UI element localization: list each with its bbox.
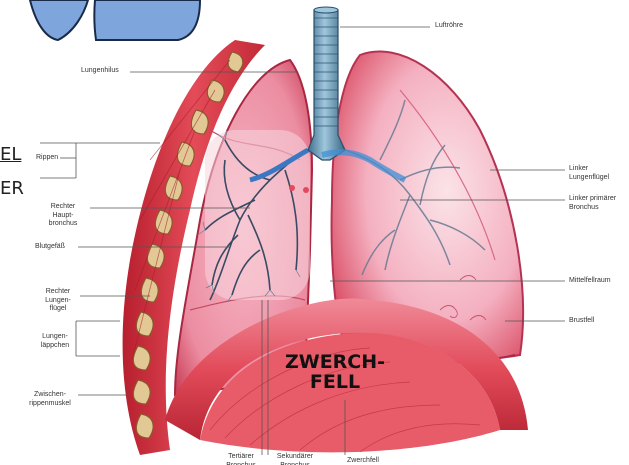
- label-linker-lungenfluegel: Linker Lungenflügel: [569, 165, 609, 182]
- label-rechter-lungenfluegel: Rechter Lungen- flügel: [36, 288, 80, 314]
- label-mittelfellraum: Mittelfellraum: [569, 277, 611, 286]
- label-lungenhilus: Lungenhilus: [81, 67, 119, 76]
- label-blutgefaess: Blutgefäß: [35, 243, 65, 252]
- label-zwischenrippenmuskel: Zwischen- rippenmuskel: [22, 391, 78, 408]
- label-brustfell: Brustfell: [569, 317, 594, 326]
- label-lungenlaeppchen: Lungen- läppchen: [34, 333, 76, 350]
- label-tertiaerer-bronchus: Tertiärer Bronchus: [218, 453, 264, 465]
- zwerchfell-overlay-text: ZWERCH- FELL: [270, 352, 400, 392]
- person-silhouette-fragment: [30, 0, 200, 40]
- label-rechter-hauptbronchus: Rechter Haupt- bronchus: [36, 203, 90, 229]
- cropped-text-fragment: ER: [0, 178, 24, 199]
- label-sekundaerer-bronchus: Sekundärer Bronchus: [270, 453, 320, 465]
- cropped-text-fragment: EL: [0, 144, 21, 165]
- label-luftroehre: Luftröhre: [435, 22, 463, 31]
- label-rippen: Rippen: [36, 154, 58, 163]
- label-linker-primaerer-bronchus: Linker primärer Bronchus: [569, 195, 616, 212]
- label-zwerchfell: Zwerchfell: [347, 457, 379, 465]
